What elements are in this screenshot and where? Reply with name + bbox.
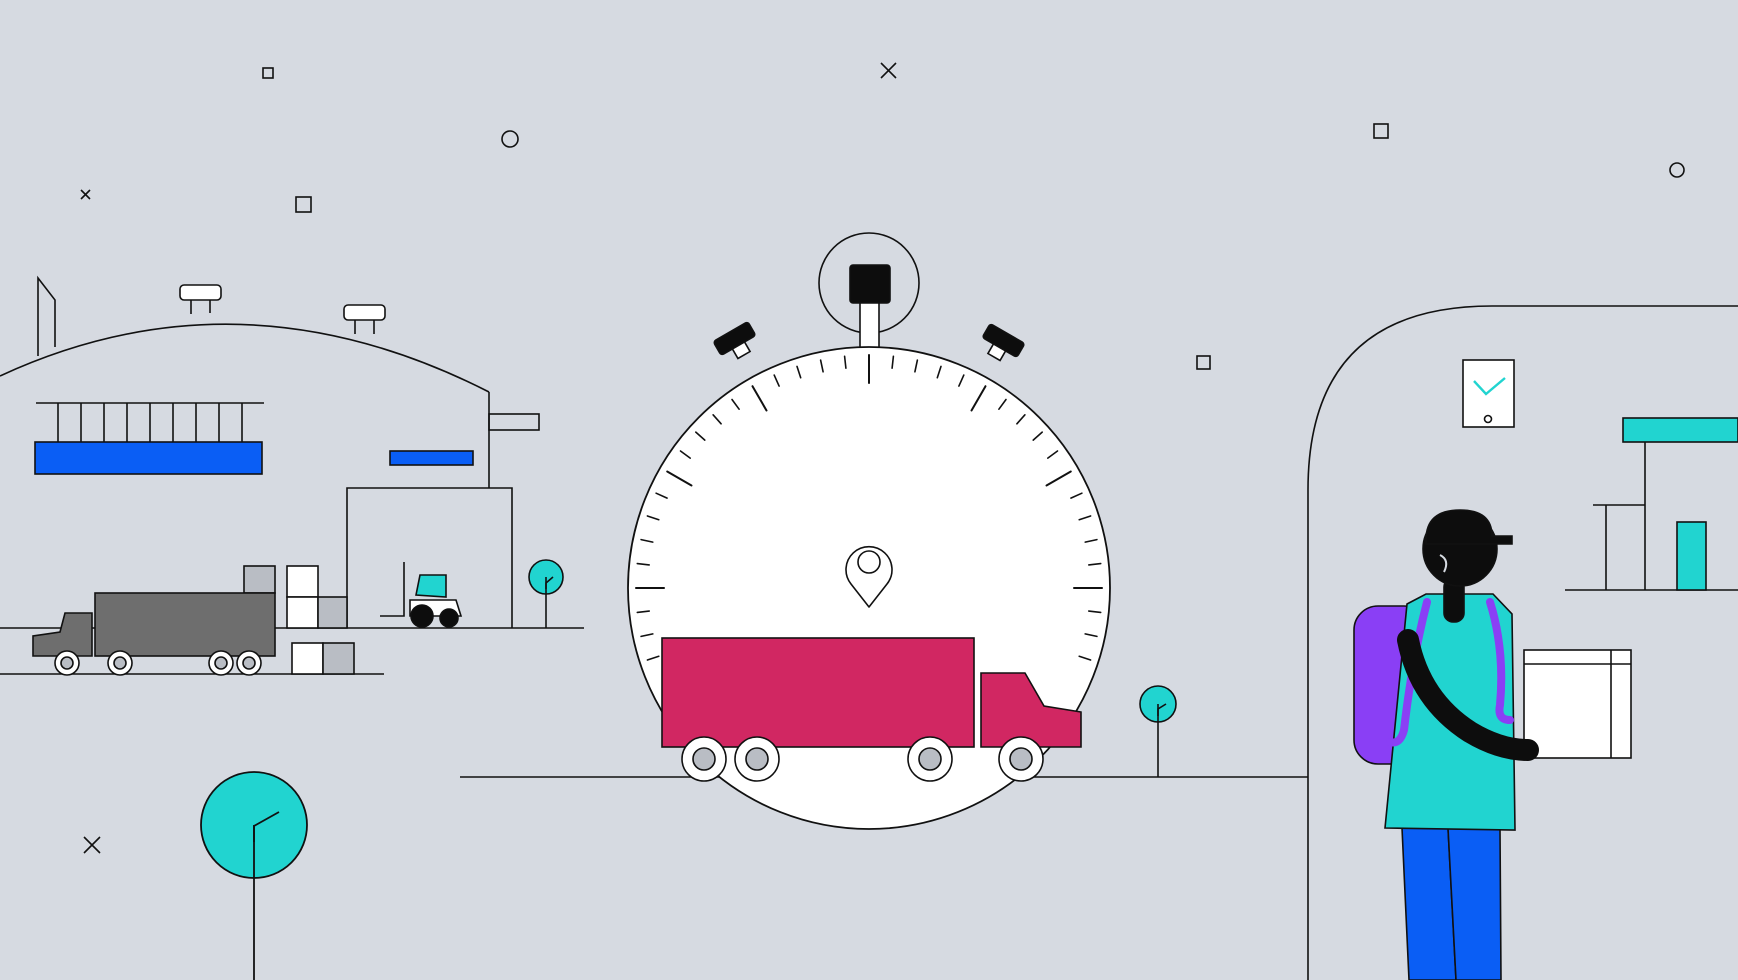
minor-tick	[843, 355, 847, 370]
square-shape	[1373, 123, 1389, 139]
minor-tick	[1078, 515, 1092, 521]
warehouse-banner	[34, 441, 263, 475]
minor-tick	[1084, 633, 1098, 638]
minor-tick	[958, 374, 965, 387]
parcel-box	[1523, 649, 1632, 759]
checkmark-icon	[1473, 377, 1506, 396]
cross-shape	[880, 62, 897, 79]
minor-tick	[646, 655, 660, 661]
square-shape	[262, 67, 274, 79]
minor-tick	[655, 492, 668, 499]
location-pin-icon	[845, 545, 893, 608]
courier-legs	[1401, 827, 1502, 980]
railing	[57, 403, 243, 442]
minor-tick	[1016, 413, 1026, 425]
cargo-box	[317, 596, 348, 629]
tree	[1139, 685, 1177, 777]
minor-tick	[796, 365, 802, 379]
square-shape	[295, 196, 312, 213]
cargo-box	[322, 642, 355, 675]
minor-tick	[1088, 610, 1102, 614]
cargo-boxes	[243, 565, 355, 675]
courier	[1353, 509, 1632, 980]
minor-tick	[636, 562, 651, 566]
truck-cab	[32, 612, 93, 657]
backpack-strap	[1486, 598, 1514, 724]
delivery-confirmation-card	[1462, 359, 1515, 428]
truck-trailer	[94, 592, 276, 657]
stopwatch-crown	[849, 264, 891, 304]
building-arch	[1307, 305, 1738, 980]
minor-tick	[1084, 538, 1098, 543]
truck-trailer	[661, 637, 975, 748]
arched-building	[1307, 305, 1738, 980]
delivery-truck	[661, 637, 1082, 782]
minor-tick	[998, 398, 1007, 411]
warehouse-roof	[0, 323, 490, 393]
major-tick	[970, 385, 987, 412]
stopwatch-stem	[859, 300, 880, 350]
cargo-box	[286, 565, 319, 598]
stopwatch-side-button	[982, 323, 1025, 362]
square-shape	[1196, 355, 1211, 370]
courier-arm	[1397, 629, 1539, 761]
major-tick	[1045, 470, 1072, 487]
chimney	[37, 275, 56, 356]
shop-awning	[1622, 417, 1738, 443]
truck-wheels	[54, 650, 262, 676]
minor-tick	[1047, 450, 1059, 459]
forklift-wheel	[410, 604, 434, 628]
forklift	[380, 562, 463, 628]
decorative-shapes	[80, 62, 1685, 854]
courier-cap	[1425, 509, 1513, 545]
warehouse-window	[389, 450, 474, 466]
circle-shape	[501, 130, 519, 148]
minor-tick	[646, 515, 660, 521]
forklift-cab	[415, 574, 447, 598]
minor-tick	[679, 450, 692, 459]
minor-tick	[1088, 562, 1102, 566]
minor-tick	[712, 413, 722, 425]
major-tick	[666, 470, 693, 487]
tree	[200, 771, 308, 980]
warehouse	[0, 275, 584, 675]
gray-truck	[32, 592, 276, 676]
circle-shape	[1669, 162, 1685, 178]
cargo-box	[286, 596, 319, 629]
minor-tick	[1078, 655, 1092, 661]
cross-shape	[80, 189, 91, 200]
minor-tick	[731, 398, 740, 411]
minor-tick	[1032, 431, 1043, 441]
truck-cab	[980, 672, 1082, 748]
minor-tick	[694, 431, 706, 441]
minor-tick	[1070, 492, 1083, 499]
loading-dock	[346, 487, 513, 628]
stopwatch-side-button	[713, 321, 756, 360]
minor-tick	[936, 365, 942, 379]
forklift-wheel	[439, 608, 459, 628]
minor-tick	[773, 374, 780, 387]
roof-vent	[179, 284, 222, 301]
truck-wheels	[681, 736, 1044, 782]
roof-vent	[343, 304, 386, 321]
shop-door	[1676, 521, 1707, 591]
cargo-box	[243, 565, 276, 594]
cross-shape	[83, 836, 101, 854]
minor-tick	[819, 359, 824, 373]
minor-tick	[640, 633, 654, 638]
minor-tick	[914, 359, 919, 373]
wall-sign	[488, 413, 540, 431]
major-tick	[751, 385, 768, 412]
minor-tick	[636, 610, 651, 614]
minor-tick	[640, 538, 654, 543]
tree	[528, 559, 564, 628]
stopwatch-ticks	[635, 354, 1103, 661]
cargo-box	[291, 642, 324, 675]
courier-ear	[1439, 554, 1448, 573]
backpack-strap	[1386, 598, 1431, 747]
minor-tick	[891, 355, 895, 370]
